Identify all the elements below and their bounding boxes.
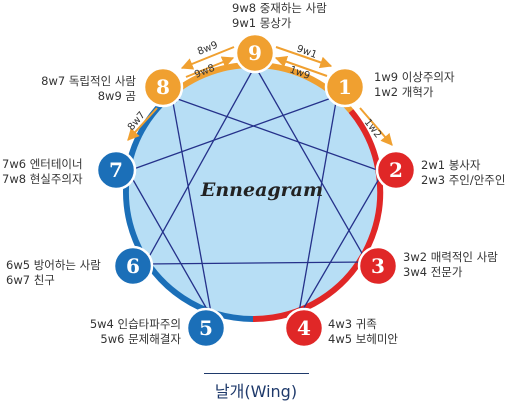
node-3-line-2: 3w4 전문가 bbox=[403, 265, 463, 279]
node-5-line-1: 5w4 인습타파주의 bbox=[89, 317, 181, 331]
line-4-to-2 bbox=[297, 171, 384, 319]
node-7-number: 7 bbox=[109, 158, 123, 182]
node-1-circle bbox=[324, 66, 366, 108]
node-6-number: 6 bbox=[126, 254, 140, 278]
node-label-3: 3w2 매력적인 사람 3w4 전문가 bbox=[403, 250, 498, 280]
node-9: 9 bbox=[234, 32, 276, 74]
node-5-circle bbox=[185, 307, 227, 349]
line-7-to-1 bbox=[127, 94, 338, 172]
node-7-line-1: 7w6 엔터테이너 bbox=[2, 157, 83, 171]
node-label-9: 9w8 중재하는 사람 9w1 몽상가 bbox=[232, 1, 327, 31]
caption-divider bbox=[204, 373, 309, 374]
node-2-circle bbox=[375, 149, 417, 191]
line-6-to-9 bbox=[144, 65, 256, 265]
node-4-number: 4 bbox=[297, 316, 311, 340]
node-1-line-2: 1w2 개혁가 bbox=[374, 85, 434, 99]
node-3-line-1: 3w2 매력적인 사람 bbox=[403, 250, 498, 264]
node-3: 3 bbox=[357, 245, 399, 287]
node-2-line-1: 2w1 봉사자 bbox=[421, 158, 481, 172]
node-6: 6 bbox=[112, 245, 154, 287]
node-6-line-1: 6w5 방어하는 사람 bbox=[6, 258, 101, 272]
node-9-number: 9 bbox=[248, 41, 262, 65]
line-9-to-3 bbox=[254, 65, 368, 263]
node-5-line-2: 5w6 문제해결자 bbox=[100, 332, 181, 346]
node-5-number: 5 bbox=[199, 316, 213, 340]
caption: 날개(Wing) bbox=[214, 382, 298, 401]
inner-lines bbox=[127, 65, 384, 319]
line-3-to-6 bbox=[144, 260, 368, 268]
line-2-to-8 bbox=[171, 95, 384, 173]
line-8-to-5 bbox=[171, 96, 215, 319]
node-7-circle bbox=[95, 149, 137, 191]
node-3-circle bbox=[357, 245, 399, 287]
node-8-circle bbox=[142, 66, 184, 108]
node-1-number: 1 bbox=[338, 75, 352, 99]
node-9-line-2: 9w1 몽상가 bbox=[232, 16, 292, 30]
line-5-to-7 bbox=[127, 170, 213, 319]
node-8-line-2: 8w9 곰 bbox=[97, 89, 136, 103]
node-7-line-2: 7w8 현실주의자 bbox=[2, 172, 83, 186]
node-label-2: 2w1 봉사자 2w3 주인/안주인 bbox=[421, 158, 505, 188]
node-8-line-1: 8w7 독립적인 사람 bbox=[41, 74, 136, 88]
node-8-number: 8 bbox=[156, 75, 170, 99]
node-label-1: 1w9 이상주의자 1w2 개혁가 bbox=[374, 70, 455, 100]
node-3-number: 3 bbox=[371, 254, 385, 278]
nodes-layer: 9 1 2 3 4 5 6 7 8 bbox=[95, 32, 417, 349]
node-5: 5 bbox=[185, 307, 227, 349]
node-2-number: 2 bbox=[389, 158, 403, 182]
node-9-circle bbox=[234, 32, 276, 74]
node-4-line-1: 4w3 귀족 bbox=[328, 317, 377, 331]
node-4-circle bbox=[283, 307, 325, 349]
node-label-7: 7w6 엔터테이너 7w8 현실주의자 bbox=[2, 157, 83, 187]
node-label-6: 6w5 방어하는 사람 6w7 친구 bbox=[6, 258, 101, 288]
node-7: 7 bbox=[95, 149, 137, 191]
node-label-5: 5w4 인습타파주의 5w6 문제해결자 bbox=[90, 317, 181, 347]
center-title: Enneagram bbox=[200, 179, 323, 201]
node-4: 4 bbox=[283, 307, 325, 349]
node-6-line-2: 6w7 친구 bbox=[6, 273, 55, 287]
node-4-line-2: 4w5 보헤미안 bbox=[328, 332, 399, 346]
node-8: 8 bbox=[142, 66, 184, 108]
enneagram-circle bbox=[126, 65, 380, 319]
node-9-line-1: 9w8 중재하는 사람 bbox=[232, 1, 327, 15]
node-label-4: 4w3 귀족 4w5 보헤미안 bbox=[328, 317, 398, 347]
node-6-circle bbox=[112, 245, 154, 287]
node-2-line-2: 2w3 주인/안주인 bbox=[421, 173, 506, 187]
node-1-line-1: 1w9 이상주의자 bbox=[374, 70, 455, 84]
node-1: 1 bbox=[324, 66, 366, 108]
node-label-8: 8w7 독립적인 사람 8w9 곰 bbox=[41, 74, 136, 104]
line-1-to-4 bbox=[295, 95, 338, 319]
node-2: 2 bbox=[375, 149, 417, 191]
